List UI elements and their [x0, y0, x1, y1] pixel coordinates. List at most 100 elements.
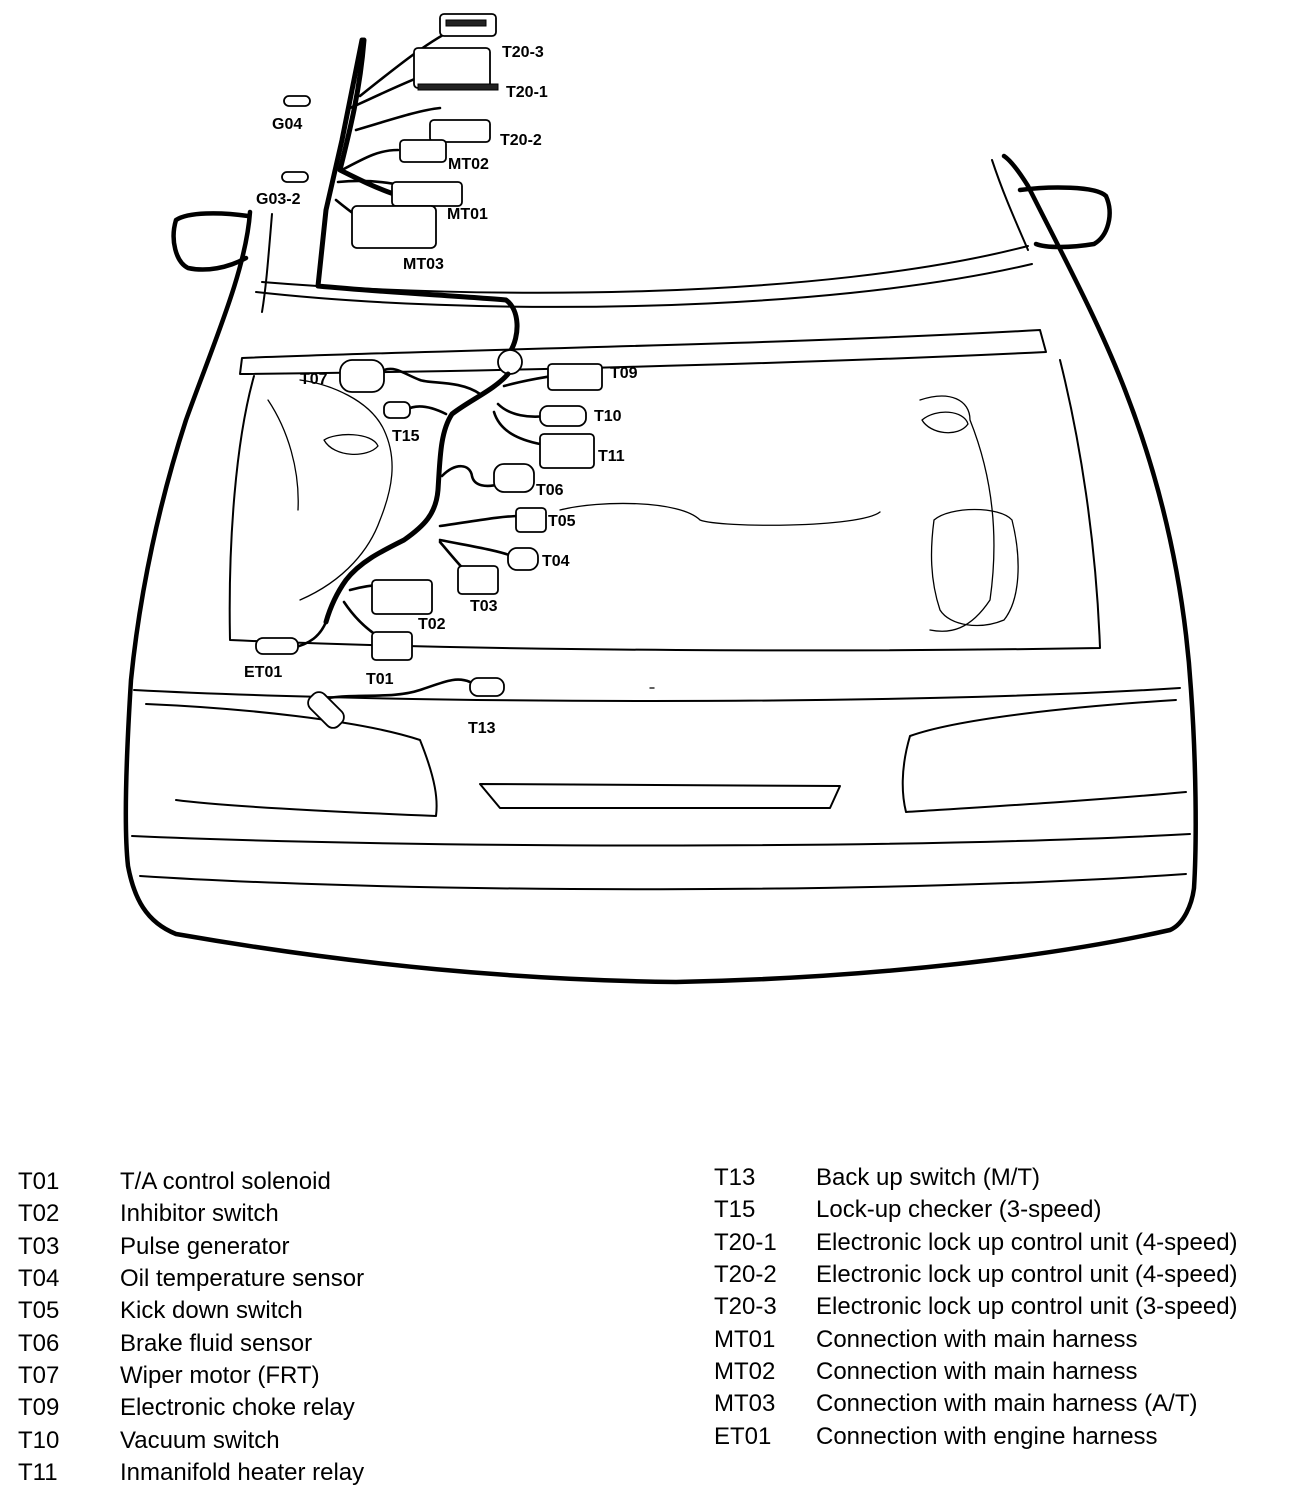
callout-labels: T20-3 T20-1 G04 T20-2 MT02 G03-2 MT01 MT… — [244, 44, 638, 737]
legend-desc: Pulse generator — [120, 1232, 290, 1260]
callout-g03-2: G03-2 — [256, 191, 301, 208]
left-strut-tower — [299, 379, 393, 601]
legend-row: T11 Inmanifold heater relay — [18, 1457, 364, 1489]
legend-code: T11 — [18, 1458, 58, 1486]
callout-mt02: MT02 — [448, 156, 489, 173]
legend-desc: Electronic lock up control unit (4-speed… — [816, 1228, 1238, 1256]
legend-row: T20-1 Electronic lock up control unit (4-… — [714, 1227, 1238, 1259]
legend-row: T13 Back up switch (M/T) — [714, 1162, 1238, 1194]
legend-code: T09 — [18, 1394, 60, 1422]
callout-t06: T06 — [536, 482, 564, 499]
legend-desc: Inhibitor switch — [120, 1200, 279, 1228]
legend-row: T09 Electronic choke relay — [18, 1392, 364, 1424]
t02-connector — [371, 579, 433, 615]
callout-t10: T10 — [594, 408, 622, 425]
callout-t04: T04 — [542, 553, 570, 570]
legend-desc: Inmanifold heater relay — [120, 1458, 365, 1486]
legend-code: T13 — [714, 1164, 756, 1192]
legend-row: T15 Lock-up checker (3-speed) — [714, 1194, 1238, 1226]
t11-connector — [539, 433, 595, 469]
upper-fascia-line — [133, 687, 1181, 702]
legend-code: T10 — [18, 1426, 60, 1454]
harness-t11-branch — [492, 410, 542, 446]
legend-desc: Electronic lock up control unit (4-speed… — [816, 1261, 1238, 1289]
left-headlamp-line — [145, 703, 438, 817]
legend-desc: T/A control solenoid — [120, 1168, 331, 1196]
body-outer-line — [123, 153, 1198, 985]
callout-mt01: MT01 — [447, 206, 488, 223]
callout-t20-2: T20-2 — [500, 132, 542, 149]
legend-code: MT01 — [714, 1325, 776, 1353]
legend-right-column: T13 Back up switch (M/T) T15 Lock-up check… — [714, 1162, 1238, 1453]
callout-t07: T07 — [300, 371, 328, 388]
legend-code: T04 — [18, 1265, 60, 1293]
legend-code: T02 — [18, 1200, 60, 1228]
left-strut-cap — [323, 433, 379, 456]
harness-t05-branch — [438, 514, 522, 528]
g03-2-terminal — [281, 171, 309, 183]
callout-t02: T02 — [418, 616, 446, 633]
t06-connector — [493, 463, 535, 493]
callout-t11: T11 — [598, 448, 625, 465]
legend-code: T06 — [18, 1329, 60, 1357]
right-a-pillar-line — [991, 159, 1029, 251]
connectors — [255, 13, 603, 729]
legend-code: MT02 — [714, 1357, 776, 1385]
legend-desc: Oil temperature sensor — [120, 1265, 365, 1293]
t20-2-connector — [429, 119, 491, 143]
legend-desc: Back up switch (M/T) — [816, 1164, 1041, 1192]
harness-upper-branch — [337, 37, 403, 199]
callout-et01: ET01 — [244, 664, 282, 681]
legend-code: T20-3 — [714, 1293, 777, 1321]
legend-desc: Electronic choke relay — [120, 1394, 355, 1422]
t20-3-pins — [445, 19, 487, 27]
legend-code: T05 — [18, 1297, 60, 1325]
legend-code: T20-2 — [714, 1261, 777, 1289]
t04-connector — [507, 547, 539, 571]
mt02-connector — [399, 139, 447, 163]
legend-row: T06 Brake fluid sensor — [18, 1327, 364, 1359]
t03-connector — [457, 565, 499, 595]
et01-connector — [255, 637, 299, 655]
mt01-connector — [391, 181, 463, 207]
bumper-mid-line — [139, 873, 1187, 891]
hood-opening-line — [239, 329, 1047, 375]
callout-t15: T15 — [392, 428, 420, 445]
left-mirror — [171, 211, 251, 272]
t20-1-pins — [417, 83, 499, 91]
bumper-top-line — [131, 833, 1191, 847]
left-a-pillar-line — [261, 213, 273, 313]
grommet — [497, 349, 523, 375]
callout-t20-1: T20-1 — [506, 84, 548, 101]
legend-desc: Brake fluid sensor — [120, 1329, 313, 1357]
legend-code: T15 — [714, 1196, 756, 1224]
legend-desc: Lock-up checker (3-speed) — [816, 1196, 1102, 1224]
harness-t07-branch — [382, 367, 482, 396]
callout-t05: T05 — [548, 513, 576, 530]
callout-t13: T13 — [468, 720, 496, 737]
callout-mt03: MT03 — [403, 256, 444, 273]
right-strut-cap — [921, 411, 969, 434]
legend-code: T20-1 — [714, 1228, 777, 1256]
right-mirror — [1017, 185, 1112, 250]
legend-row: MT01 Connection with main harness — [714, 1323, 1238, 1355]
harness-t04-branch — [438, 538, 514, 558]
harness-t09-branch — [502, 374, 554, 388]
legend-desc: Connection with main harness — [816, 1325, 1138, 1353]
grille-outline — [479, 783, 841, 809]
engine-bay-outline — [228, 359, 1101, 652]
right-headlamp-line — [901, 699, 1187, 813]
right-reservoir — [930, 508, 1019, 627]
legend-row: T04 Oil temperature sensor — [18, 1263, 364, 1295]
legend-row: T02 Inhibitor switch — [18, 1198, 364, 1230]
legend-desc: Connection with engine harness — [816, 1422, 1158, 1450]
cowl-line — [255, 263, 1033, 308]
callout-t20-3: T20-3 — [502, 44, 544, 61]
legend-desc: Wiper motor (FRT) — [120, 1361, 320, 1389]
t01-connector — [371, 631, 413, 661]
